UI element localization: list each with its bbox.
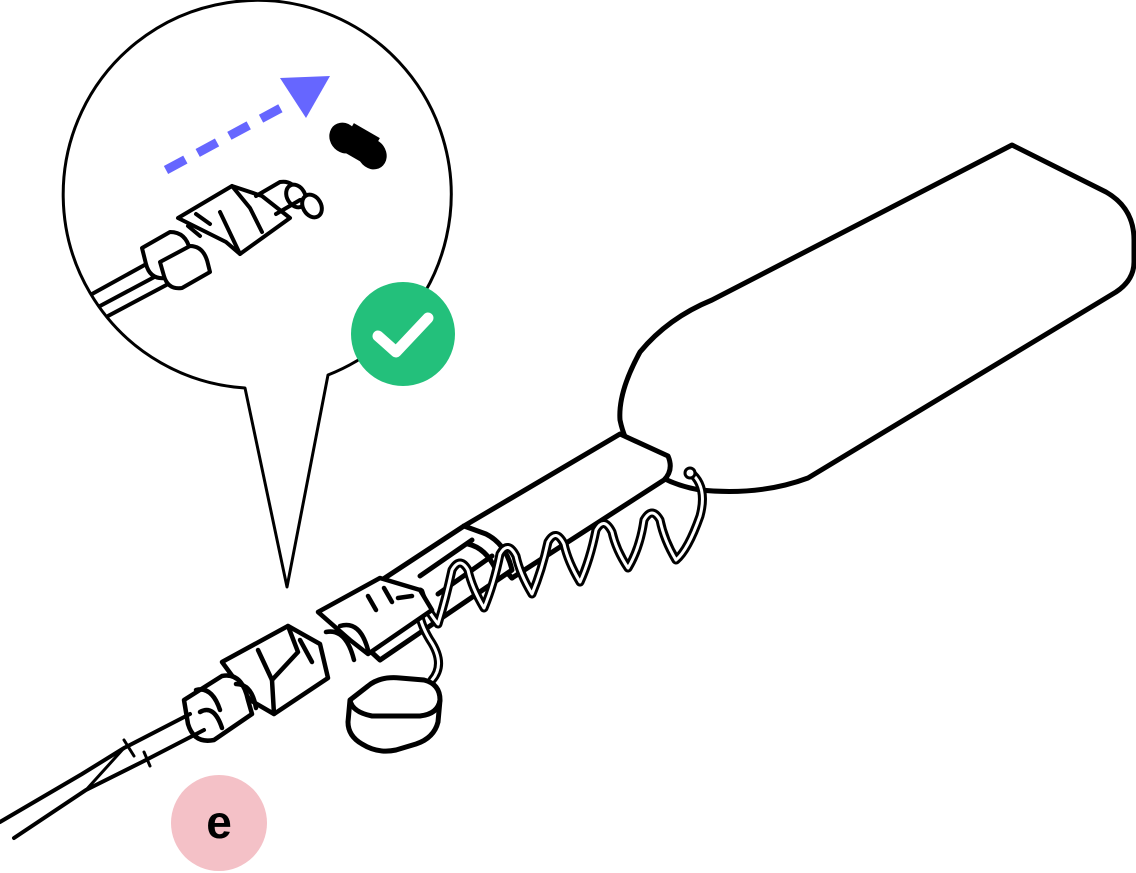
pull-tab [617,142,1136,494]
coiled-cable [413,466,707,685]
dust-cap-icon [329,122,387,170]
step-badge-label: e [206,796,232,848]
step-badge: e [171,775,267,871]
lc-duplex-connector [181,575,435,743]
cable-end-cap [345,675,443,754]
checkmark-icon [351,282,455,386]
dashed-arrow-icon [163,76,330,174]
zoom-callout [61,0,453,589]
zoom-connector [90,179,324,318]
fiber-cables [0,712,206,840]
